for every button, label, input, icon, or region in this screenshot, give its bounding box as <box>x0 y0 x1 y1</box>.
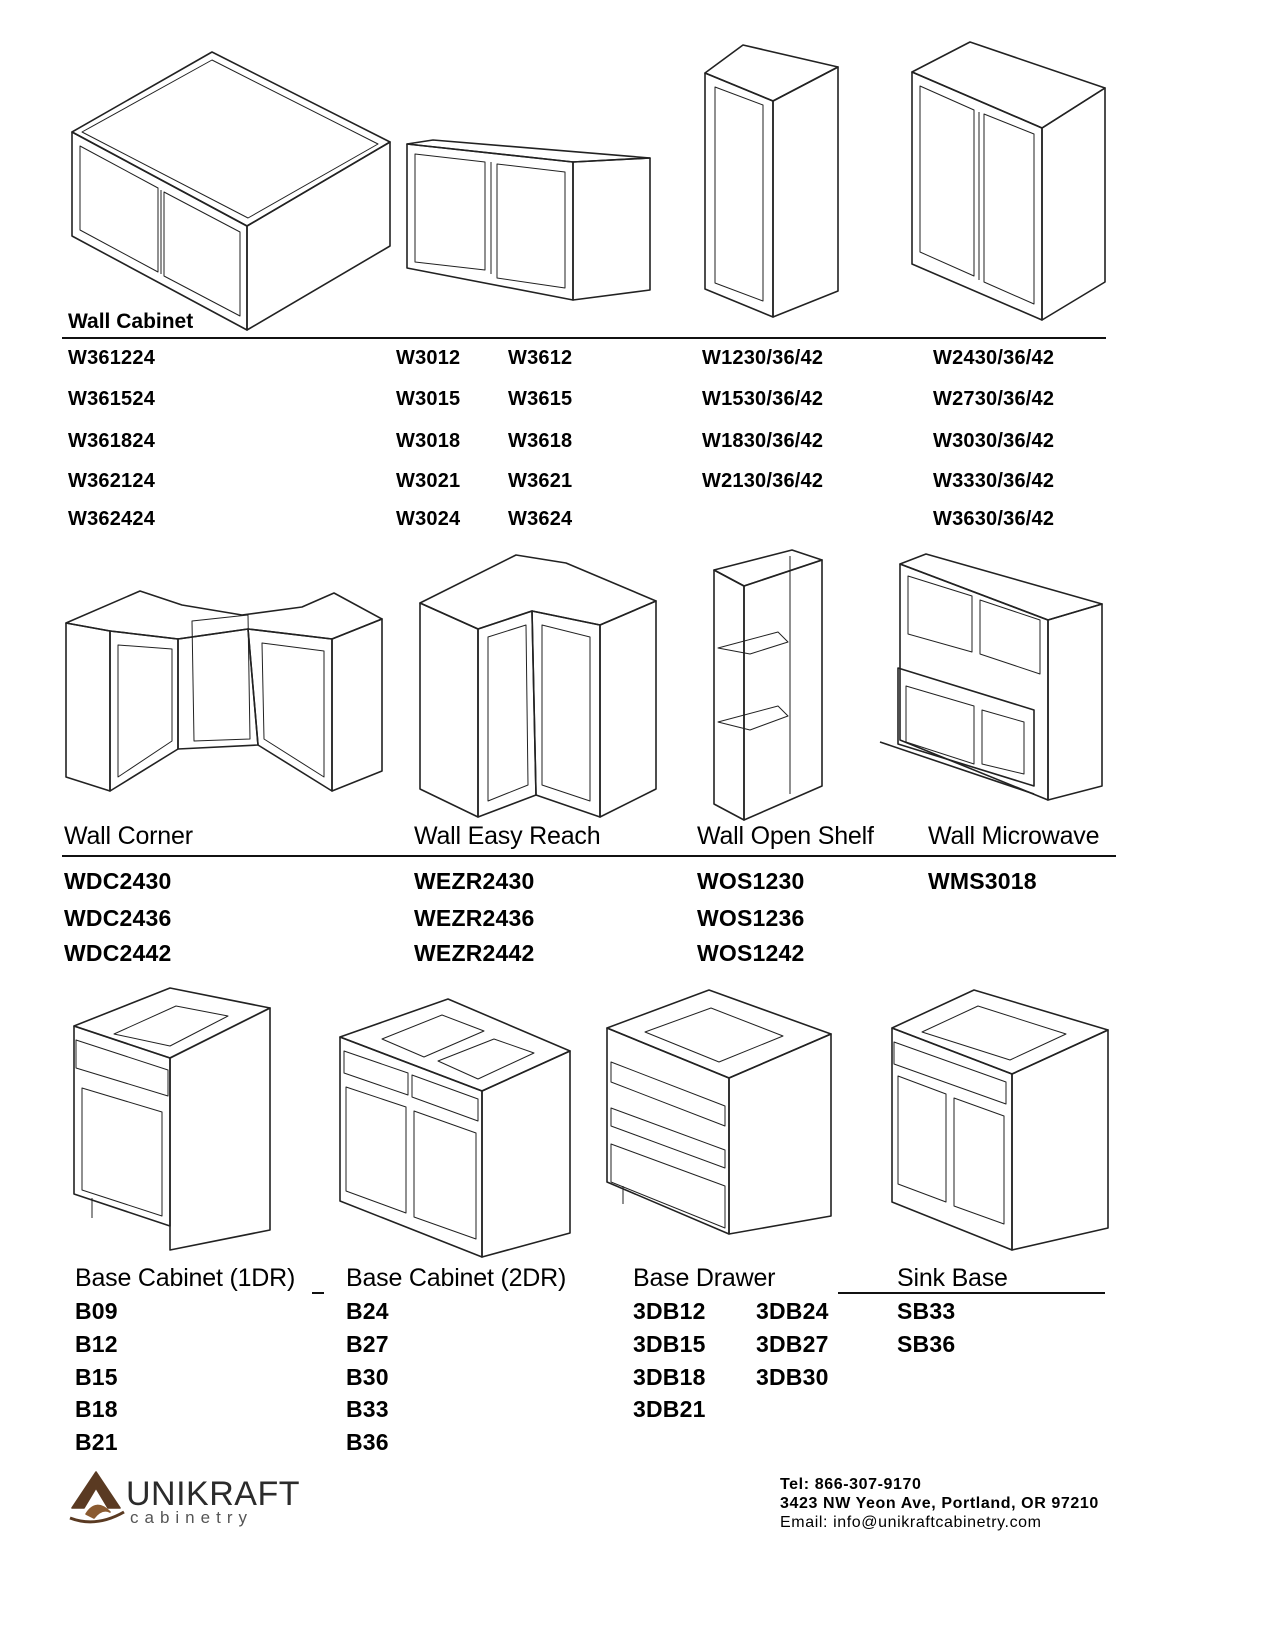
logo-wordmark: UNIKRAFT <box>126 1475 300 1513</box>
base-2dr-code: B27 <box>346 1331 389 1357</box>
base-drawer-code: 3DB27 <box>756 1331 829 1357</box>
open-shelf-code: WOS1230 <box>697 868 805 894</box>
corner-code: WDC2436 <box>64 905 172 931</box>
base-drawer-code: 3DB18 <box>633 1364 706 1390</box>
base-cabinet-1dr-illustration <box>70 987 280 1263</box>
wall-code: W361524 <box>68 388 156 410</box>
wall-code: W2430/36/42 <box>933 347 1055 369</box>
wall-cabinet-single-tall-illustration <box>703 44 843 325</box>
wall-code: W3621 <box>508 470 573 492</box>
wall-cabinet-double-tall-illustration <box>910 41 1110 327</box>
base-rule <box>850 1292 1105 1294</box>
wall-code: W1230/36/42 <box>702 347 824 369</box>
base-rule-segment <box>312 1292 324 1294</box>
corner-code: WDC2430 <box>64 868 172 894</box>
wall-open-shelf-title: Wall Open Shelf <box>697 822 874 850</box>
wall-code: W361824 <box>68 430 156 452</box>
wall-code: W362424 <box>68 508 156 530</box>
base-1dr-title: Base Cabinet (1DR) <box>75 1264 296 1292</box>
wall-code: W2130/36/42 <box>702 470 824 492</box>
base-drawer-code: 3DB15 <box>633 1331 706 1357</box>
wall-open-shelf-illustration <box>712 549 827 830</box>
wall-code: W3018 <box>396 430 461 452</box>
easy-reach-code: WEZR2442 <box>414 940 535 966</box>
wall-code: W3615 <box>508 388 573 410</box>
base-1dr-code: B21 <box>75 1429 118 1455</box>
footer-phone: Tel: 866-307-9170 <box>780 1476 922 1493</box>
wall-code: W3012 <box>396 347 461 369</box>
easy-reach-code: WEZR2436 <box>414 905 535 931</box>
wall-code: W3624 <box>508 508 573 530</box>
base-2dr-title: Base Cabinet (2DR) <box>346 1264 567 1292</box>
wall-code: W3015 <box>396 388 461 410</box>
corner-code: WDC2442 <box>64 940 172 966</box>
sink-base-title: Sink Base <box>897 1264 1008 1292</box>
wall-corner-title: Wall Corner <box>64 822 193 850</box>
wall-cabinet-short-illustration <box>405 139 655 310</box>
wall-microwave-title: Wall Microwave <box>928 822 1100 850</box>
base-1dr-code: B18 <box>75 1396 118 1422</box>
wall-code: W3330/36/42 <box>933 470 1055 492</box>
footer-address: 3423 NW Yeon Ave, Portland, OR 97210 <box>780 1495 1099 1512</box>
wall-easy-reach-illustration <box>416 554 661 825</box>
open-shelf-code: WOS1242 <box>697 940 805 966</box>
base-drawer-title: Base Drawer <box>633 1264 776 1292</box>
sink-base-code: SB33 <box>897 1298 956 1324</box>
base-cabinet-2dr-illustration <box>338 995 578 1265</box>
wall-code: W3618 <box>508 430 573 452</box>
wall-code: W361224 <box>68 347 156 369</box>
wall-code: W1530/36/42 <box>702 388 824 410</box>
logo-subtitle: cabinetry <box>130 1508 253 1527</box>
microwave-code: WMS3018 <box>928 868 1037 894</box>
base-1dr-code: B12 <box>75 1331 118 1357</box>
wall-code: W3630/36/42 <box>933 508 1055 530</box>
specialty-rule <box>62 855 1116 857</box>
wall-code: W3021 <box>396 470 461 492</box>
wall-code: W2730/36/42 <box>933 388 1055 410</box>
base-2dr-code: B33 <box>346 1396 389 1422</box>
unikraft-logo-icon <box>66 1468 128 1530</box>
wall-code: W3612 <box>508 347 573 369</box>
wall-code: W1830/36/42 <box>702 430 824 452</box>
base-drawer-code: 3DB12 <box>633 1298 706 1324</box>
wall-corner-illustration <box>62 555 387 795</box>
base-drawer-code: 3DB24 <box>756 1298 829 1324</box>
wall-cabinet-title: Wall Cabinet <box>68 310 194 333</box>
open-shelf-code: WOS1236 <box>697 905 805 931</box>
wall-microwave-illustration <box>878 550 1108 805</box>
base-drawer-illustration <box>605 989 835 1260</box>
wall-cabinet-wide-illustration <box>62 50 392 340</box>
sink-base-code: SB36 <box>897 1331 956 1357</box>
base-2dr-code: B24 <box>346 1298 389 1324</box>
base-drawer-code: 3DB21 <box>633 1396 706 1422</box>
wall-code: W362124 <box>68 470 156 492</box>
wall-code: W3024 <box>396 508 461 530</box>
base-2dr-code: B36 <box>346 1429 389 1455</box>
base-1dr-code: B09 <box>75 1298 118 1324</box>
sink-base-illustration <box>888 989 1113 1260</box>
base-1dr-code: B15 <box>75 1364 118 1390</box>
wall-cabinet-rule <box>62 337 1106 339</box>
wall-easy-reach-title: Wall Easy Reach <box>414 822 601 850</box>
base-drawer-code: 3DB30 <box>756 1364 829 1390</box>
easy-reach-code: WEZR2430 <box>414 868 535 894</box>
wall-code: W3030/36/42 <box>933 430 1055 452</box>
base-2dr-code: B30 <box>346 1364 389 1390</box>
footer-email: Email: info@unikraftcabinetry.com <box>780 1514 1042 1531</box>
base-rule-segment <box>838 1292 850 1294</box>
